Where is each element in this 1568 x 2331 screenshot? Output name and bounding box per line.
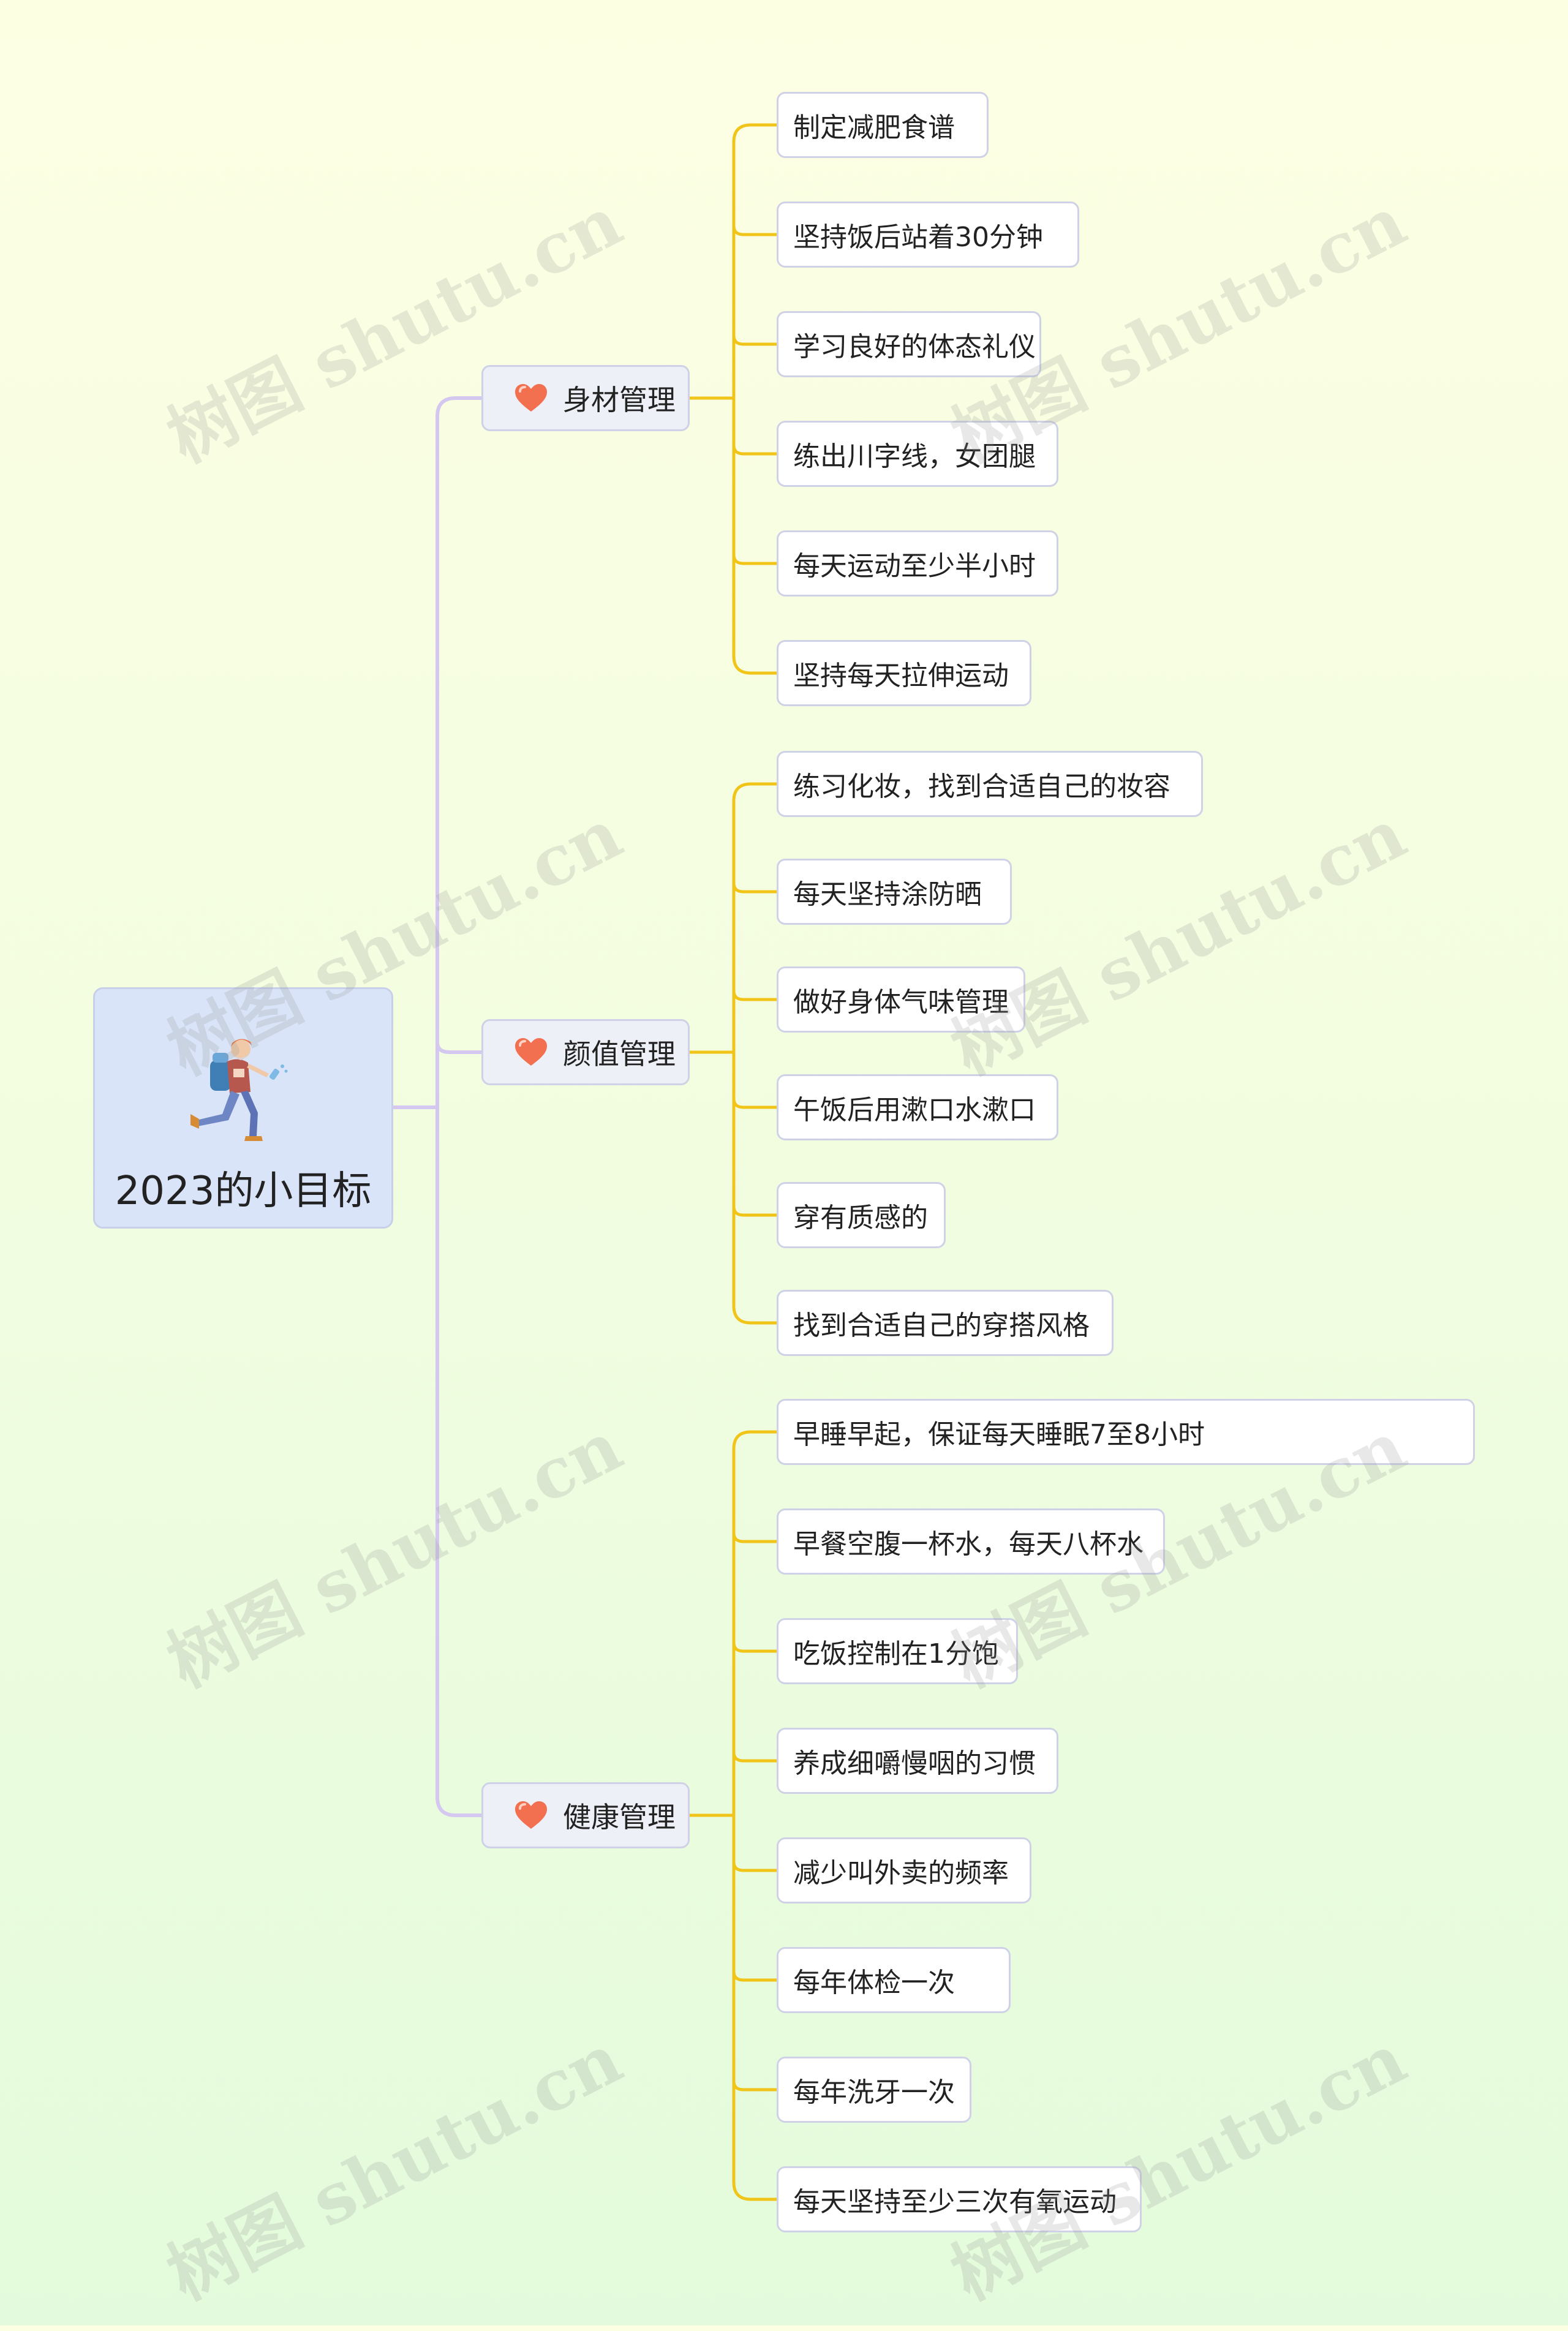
leaf-node[interactable]: 坚持饭后站着30分钟 <box>777 201 1079 268</box>
leaf-node[interactable]: 每年洗牙一次 <box>777 2057 971 2123</box>
leaf-connector <box>732 782 778 803</box>
leaf-connector <box>732 1970 778 1982</box>
leaf-connector <box>732 989 778 1001</box>
leaf-connector <box>732 1304 778 1325</box>
leaf-connector <box>732 123 778 144</box>
leaf-connector <box>732 1641 778 1653</box>
leaf-connector <box>732 334 778 346</box>
branch-connector <box>435 1041 483 1054</box>
leaf-connector <box>732 1531 778 1543</box>
leaf-connector <box>732 1097 778 1109</box>
root-node[interactable]: 2023的小目标 <box>93 987 393 1229</box>
heart-icon <box>515 1801 547 1829</box>
leaf-connector <box>732 1205 778 1217</box>
leaf-connector <box>732 1860 778 1872</box>
branch-node[interactable]: 健康管理 <box>481 1782 690 1848</box>
leaf-node[interactable]: 坚持每天拉伸运动 <box>777 640 1031 706</box>
leaf-connector <box>732 1430 778 1451</box>
leaf-connector <box>732 881 778 894</box>
leaf-node[interactable]: 练习化妆，找到合适自己的妆容 <box>777 751 1203 817</box>
leaf-node[interactable]: 每天坚持至少三次有氧运动 <box>777 2166 1142 2232</box>
leaf-connector <box>732 1750 778 1763</box>
leaf-node[interactable]: 早睡早起，保证每天睡眠7至8小时 <box>777 1399 1475 1465</box>
heart-icon <box>515 1038 547 1066</box>
runner-illustration <box>190 1039 288 1141</box>
leaf-connector <box>732 654 778 675</box>
leaf-node[interactable]: 每年体检一次 <box>777 1947 1011 2013</box>
branch-connector <box>435 396 483 418</box>
leaf-node[interactable]: 练出川字线，女团腿 <box>777 421 1058 487</box>
leaf-node[interactable]: 穿有质感的 <box>777 1182 946 1248</box>
leaf-node[interactable]: 做好身体气味管理 <box>777 966 1025 1033</box>
heart-icon <box>515 384 547 412</box>
leaf-connector <box>732 224 778 236</box>
leaf-node[interactable]: 找到合适自己的穿搭风格 <box>777 1290 1114 1356</box>
branch-connector <box>435 1795 483 1817</box>
leaf-node[interactable]: 制定减肥食谱 <box>777 92 989 158</box>
leaf-connector <box>732 2180 778 2201</box>
branch-label: 身材管理 <box>563 383 676 416</box>
leaf-node[interactable]: 学习良好的体态礼仪 <box>777 311 1041 377</box>
leaf-node[interactable]: 减少叫外卖的频率 <box>777 1837 1031 1904</box>
leaf-connector <box>732 2079 778 2092</box>
branch-label: 颜值管理 <box>563 1037 676 1071</box>
leaf-connector <box>732 443 778 456</box>
leaf-node[interactable]: 午饭后用漱口水漱口 <box>777 1074 1058 1140</box>
leaf-connector <box>732 553 778 565</box>
leaf-node[interactable]: 吃饭控制在1分饱 <box>777 1618 1018 1684</box>
branch-node[interactable]: 颜值管理 <box>481 1019 690 1085</box>
branch-label: 健康管理 <box>563 1801 676 1834</box>
root-title: 2023的小目标 <box>115 1169 372 1214</box>
leaf-node[interactable]: 早餐空腹一杯水，每天八杯水 <box>777 1508 1165 1575</box>
leaf-node[interactable]: 养成细嚼慢咽的习惯 <box>777 1728 1058 1794</box>
branch-node[interactable]: 身材管理 <box>481 365 690 431</box>
leaf-node[interactable]: 每天坚持涂防晒 <box>777 859 1012 925</box>
leaf-node[interactable]: 每天运动至少半小时 <box>777 530 1058 597</box>
